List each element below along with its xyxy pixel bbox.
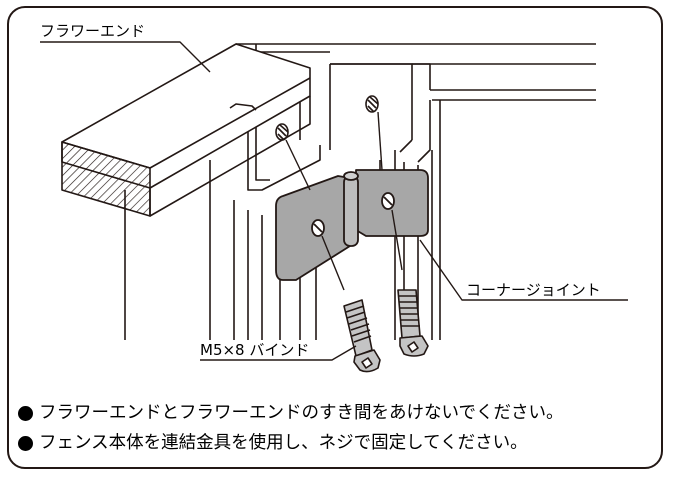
flower-end-block bbox=[61, 43, 311, 217]
corner-joint-label: コーナージョイント bbox=[466, 281, 601, 299]
screw-right bbox=[397, 289, 429, 357]
bullet-icon bbox=[18, 435, 33, 451]
instruction-item: フラワーエンドとフラワーエンドのすき間をあけないでください。 bbox=[18, 398, 563, 428]
instruction-item: フェンス本体を連結金具を使用し、ネジで固定してください。 bbox=[18, 428, 563, 458]
screw-guide-lines bbox=[285, 111, 403, 291]
diagram-frame bbox=[7, 6, 663, 469]
flower-end-label: フラワーエンド bbox=[40, 22, 146, 40]
screw-left bbox=[343, 299, 381, 373]
instruction-list: フラワーエンドとフラワーエンドのすき間をあけないでください。 フェンス本体を連結… bbox=[18, 398, 563, 458]
instruction-text: フラワーエンドとフラワーエンドのすき間をあけないでください。 bbox=[39, 403, 564, 423]
bullet-icon bbox=[18, 405, 33, 421]
corner-joint-bracket bbox=[275, 169, 429, 281]
leader-lines bbox=[40, 41, 628, 361]
instruction-text: フェンス本体を連結金具を使用し、ネジで固定してください。 bbox=[39, 433, 528, 453]
screw-label: M5×8 バインド bbox=[200, 341, 310, 359]
